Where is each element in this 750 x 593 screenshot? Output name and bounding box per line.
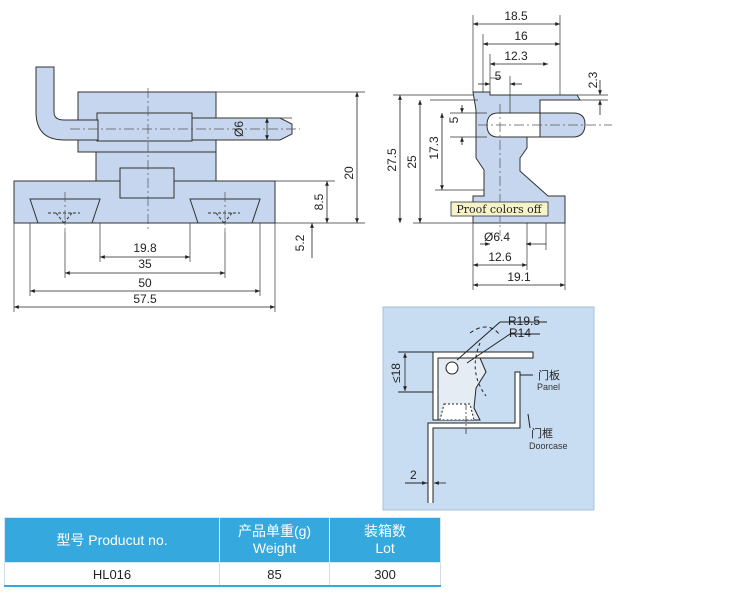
dim-19-1: 19.1	[507, 270, 531, 284]
header-weight: 产品单重(g)Weight	[218, 517, 331, 563]
proof-stamp: Proof colors off	[450, 201, 549, 217]
dim-height-8-5: 8.5	[312, 193, 326, 210]
side-view-dims: 18.5 16 12.3 5 2.3 5 27.5 25 17.3 Ø6.4 1…	[385, 9, 600, 284]
dim-17-3: 17.3	[427, 136, 441, 160]
dim-5-slot: 5	[447, 116, 461, 123]
dim-width-19-8: 19.8	[133, 241, 157, 255]
table-row: HL016 85 300	[4, 562, 441, 587]
dim-12-6: 12.6	[488, 250, 512, 264]
header-product-no: 型号 Producut no.	[4, 517, 220, 563]
dim-width-50: 50	[138, 276, 152, 290]
dim-16: 16	[514, 29, 528, 43]
dim-18-5: 18.5	[504, 9, 528, 23]
cell-lot: 300	[329, 562, 441, 587]
side-view	[393, 15, 612, 290]
front-view	[13, 66, 365, 312]
front-view-dims: Ø6 20 8.5 5.2 19.8 35 50 57.5	[133, 121, 356, 306]
dim-thickness-2: 2	[410, 468, 417, 482]
install-panel	[382, 306, 595, 511]
dim-height-5-2: 5.2	[293, 234, 307, 251]
dim-r14: R14	[509, 326, 531, 340]
dim-r19-5: R19.5	[508, 314, 540, 328]
doorcase-label-cn: 门框	[531, 426, 553, 440]
cell-weight: 85	[218, 562, 331, 587]
dim-gap-18: ≤18	[389, 363, 403, 383]
dim-height-20: 20	[342, 166, 356, 180]
install-view: R19.5 R14 ≤18 2 门板 Panel 门框 Doorcase	[382, 306, 595, 511]
dim-hole-6-4: Ø6.4	[484, 230, 510, 244]
dim-25: 25	[405, 155, 419, 169]
dim-12-3: 12.3	[504, 49, 528, 63]
cell-product-no: HL016	[4, 562, 220, 587]
doorcase-label-en: Doorcase	[529, 441, 568, 451]
pin-handle	[35, 66, 99, 141]
panel-label-en: Panel	[537, 382, 560, 392]
proof-stamp-text: Proof colors off	[456, 203, 542, 216]
dim-width-57-5: 57.5	[133, 292, 157, 306]
dim-width-35: 35	[138, 257, 152, 271]
dim-27-5: 27.5	[385, 148, 399, 172]
dim-2-3: 2.3	[586, 71, 600, 88]
dim-pin-diameter: Ø6	[232, 121, 246, 137]
panel-label-cn: 门板	[538, 368, 560, 382]
dim-5-top: 5	[495, 69, 502, 83]
